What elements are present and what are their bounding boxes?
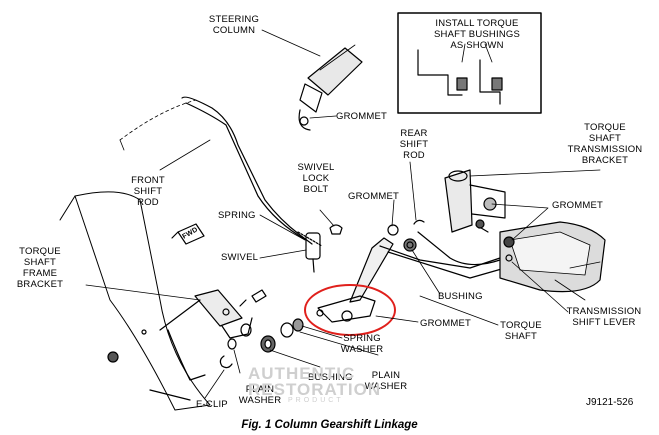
transmission-bracket	[444, 169, 506, 233]
grommet-mid	[387, 224, 399, 236]
figure-code: J9121-526	[586, 397, 634, 408]
label-swivel: SWIVEL	[221, 252, 259, 263]
label-grommet-right: GROMMET	[552, 200, 604, 211]
steering-column	[298, 44, 363, 131]
label-front-shift-rod: FRONT SHIFT ROD	[131, 175, 165, 208]
body-panel	[74, 191, 211, 411]
fwd-arrow	[171, 223, 205, 245]
label-spring: SPRING	[218, 210, 256, 221]
frame-bolt	[251, 289, 267, 303]
label-install-note: INSTALL TORQUE SHAFT BUSHINGS AS SHOWN	[433, 18, 521, 51]
label-torque-shaft-frame-bracket: TORQUE SHAFT FRAME BRACKET	[16, 246, 64, 290]
label-grommet-top: GROMMET	[336, 111, 388, 122]
watermark-sub: PRODUCT	[288, 397, 344, 404]
highlight-circle	[304, 284, 396, 336]
label-transmission-bracket: TORQUE SHAFT TRANSMISSION BRACKET	[567, 122, 643, 166]
frame-bracket	[149, 289, 253, 401]
front-shift-rod	[181, 96, 313, 245]
swivel-lock-bolt	[329, 224, 343, 235]
watermark-logo: AUTHENTIC RESTORATION	[248, 364, 382, 399]
label-transmission-shift-lever: TRANSMISSION SHIFT LEVER	[566, 306, 642, 328]
label-rear-shift-rod: REAR SHIFT ROD	[399, 128, 429, 161]
label-plain-washer-right: PLAIN WASHER	[364, 370, 408, 392]
label-bushing-lower: BUSHING	[308, 372, 353, 383]
label-grommet-lower: GROMMET	[420, 318, 472, 329]
leader-lines	[85, 29, 601, 399]
inset-bushing-detail	[397, 12, 542, 114]
label-plain-washer-left: PLAIN WASHER	[238, 384, 282, 406]
label-e-clip: E-CLIP	[196, 399, 228, 410]
label-grommet-mid: GROMMET	[348, 191, 400, 202]
label-spring-washer: SPRING WASHER	[340, 333, 384, 355]
bushing-right	[403, 238, 417, 252]
figure-caption: Fig. 1 Column Gearshift Linkage	[241, 419, 418, 431]
label-torque-shaft: TORQUE SHAFT	[500, 320, 542, 342]
small-parts	[107, 318, 304, 369]
label-steering-column: STEERING COLUMN	[208, 14, 260, 36]
label-bushing-right: BUSHING	[438, 291, 483, 302]
rear-shift-rod	[417, 231, 501, 266]
label-swivel-lock-bolt: SWIVEL LOCK BOLT	[297, 162, 335, 195]
transmission-housing	[475, 219, 606, 301]
swivel	[297, 231, 323, 273]
